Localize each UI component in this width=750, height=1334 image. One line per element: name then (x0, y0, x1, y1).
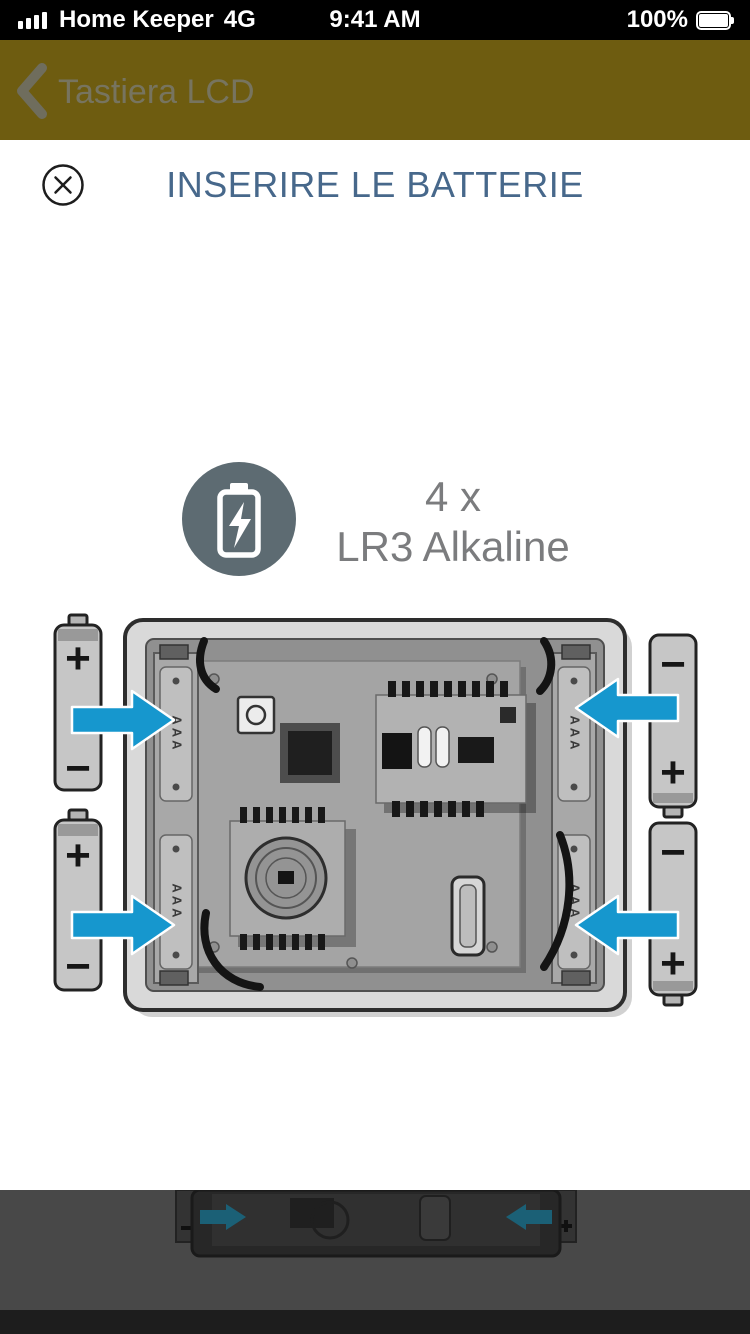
battery-quantity-label: 4 x (424, 472, 481, 520)
battery-type-label: LR3 Alkaline (336, 522, 570, 570)
clock-label: 9:41 AM (329, 6, 421, 33)
back-button[interactable]: Tastiera LCD (14, 62, 255, 123)
battery-instructions-modal: INSERIRE LE BATTERIE 4 x LR3 Alkaline (0, 140, 750, 1190)
pcb-components (229, 681, 536, 957)
battery-status-icon (696, 10, 736, 30)
chevron-left-icon (14, 62, 48, 123)
battery-aaa-left-top: + − (53, 613, 103, 793)
arrow-right-bottom (574, 894, 680, 956)
plus-symbol: + (660, 748, 686, 797)
minus-symbol: − (65, 942, 91, 991)
carrier-label: Home Keeper (59, 6, 214, 33)
arrow-left-bottom (70, 894, 176, 956)
arrow-right-top (574, 677, 680, 739)
battery-percent-label: 100% (626, 6, 688, 33)
plus-symbol: + (65, 634, 91, 683)
plus-symbol: + (660, 939, 686, 988)
battery-badge-icon (180, 460, 298, 583)
status-bar: Home Keeper 4G 9:41 AM 100% (0, 0, 750, 40)
modal-title: INSERIRE LE BATTERIE (166, 164, 584, 205)
battery-aaa-right-top: − + (648, 633, 698, 819)
nav-bar: Tastiera LCD (0, 40, 750, 140)
insertion-arrows (70, 677, 680, 956)
battery-spec-text: 4 x LR3 Alkaline (336, 472, 569, 571)
dimmed-background-content (0, 1188, 750, 1334)
diagram-svg: AAA AAA AAA AAA (53, 613, 698, 1017)
plus-symbol: + (65, 831, 91, 880)
arrow-left-top (70, 689, 176, 751)
battery-aaa-left-bottom: + − (53, 808, 103, 992)
close-button[interactable] (40, 162, 86, 208)
wires (196, 637, 574, 991)
slot-label-aaa: AAA (568, 715, 583, 752)
minus-symbol: − (660, 828, 686, 877)
dimmed-diagram (175, 1188, 577, 1258)
battery-spec-row: 4 x LR3 Alkaline (0, 460, 750, 583)
right-battery-compartment: AAA AAA (551, 644, 597, 986)
minus-symbol: − (65, 744, 91, 793)
battery-installation-diagram: AAA AAA AAA AAA (0, 595, 750, 1025)
close-icon (40, 164, 86, 211)
back-button-label: Tastiera LCD (58, 73, 255, 111)
signal-strength-icon (18, 11, 47, 29)
bottom-bar (0, 1310, 750, 1334)
slot-label-aaa: AAA (170, 883, 185, 920)
network-type-label: 4G (223, 6, 256, 33)
battery-aaa-right-bottom: − + (648, 821, 698, 1007)
minus-symbol: − (660, 640, 686, 689)
slot-label-aaa: AAA (170, 715, 185, 752)
